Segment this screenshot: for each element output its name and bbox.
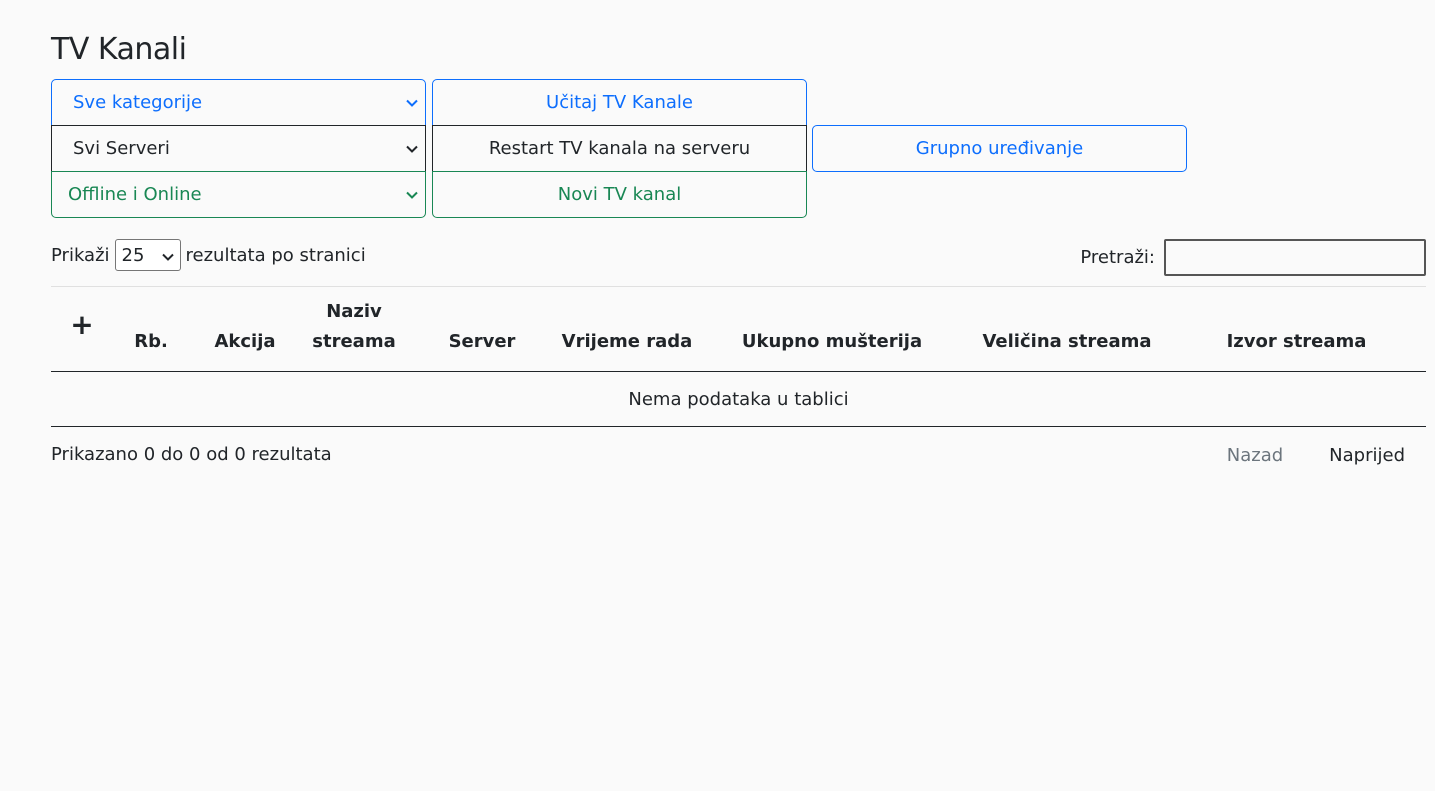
column-header-akcija[interactable]: Akcija: [189, 286, 301, 372]
chevron-down-icon: [405, 96, 419, 110]
column-header-musterije[interactable]: Ukupno mušterija: [697, 286, 967, 372]
table-info: Prikazano 0 do 0 od 0 rezultata: [51, 444, 332, 465]
category-select[interactable]: Sve kategorije: [51, 79, 426, 126]
search-input[interactable]: [1164, 239, 1426, 276]
column-header-velicina[interactable]: Veličina streama: [967, 286, 1167, 372]
expand-column-header[interactable]: +: [51, 286, 113, 372]
column-header-rb[interactable]: Rb.: [113, 286, 189, 372]
search-control: Pretraži:: [1080, 239, 1426, 276]
status-select-value: Offline i Online: [68, 184, 202, 205]
bulk-edit-button[interactable]: Grupno uređivanje: [812, 125, 1187, 172]
chevron-down-icon: [161, 245, 174, 266]
next-page-button[interactable]: Naprijed: [1329, 445, 1405, 466]
new-channel-button[interactable]: Novi TV kanal: [432, 171, 807, 218]
category-select-value: Sve kategorije: [73, 92, 203, 113]
page-length-select[interactable]: 25: [114, 239, 181, 271]
status-select[interactable]: Offline i Online: [51, 171, 426, 218]
previous-page-button[interactable]: Nazad: [1226, 445, 1284, 466]
column-header-server[interactable]: Server: [407, 286, 557, 372]
channels-table-wrapper: + Rb. Akcija Naziv streama Server Vrijem…: [51, 286, 1426, 427]
page-length-value: 25: [121, 244, 145, 266]
page-title: TV Kanali: [51, 32, 187, 67]
column-header-vrijeme[interactable]: Vrijeme rada: [557, 286, 697, 372]
page-length-suffix: rezultata po stranici: [185, 244, 366, 266]
chevron-down-icon: [405, 188, 419, 202]
page-length-prefix: Prikaži: [51, 244, 110, 266]
page-length-control: Prikaži 25 rezultata po stranici: [51, 239, 366, 271]
table-row: Nema podataka u tablici: [51, 371, 1426, 427]
channels-table: + Rb. Akcija Naziv streama Server Vrijem…: [51, 286, 1426, 427]
restart-channels-button[interactable]: Restart TV kanala na serveru: [432, 125, 807, 172]
empty-table-message: Nema podataka u tablici: [51, 371, 1426, 427]
server-select[interactable]: Svi Serveri: [51, 125, 426, 172]
search-label: Pretraži:: [1080, 247, 1155, 268]
pagination: Nazad Naprijed: [1227, 442, 1405, 470]
table-header-row: + Rb. Akcija Naziv streama Server Vrijem…: [51, 286, 1426, 372]
server-select-value: Svi Serveri: [73, 138, 170, 159]
column-header-izvor[interactable]: Izvor streama: [1167, 286, 1426, 372]
load-channels-button[interactable]: Učitaj TV Kanale: [432, 79, 807, 126]
chevron-down-icon: [405, 142, 419, 156]
column-header-naziv[interactable]: Naziv streama: [301, 286, 407, 372]
